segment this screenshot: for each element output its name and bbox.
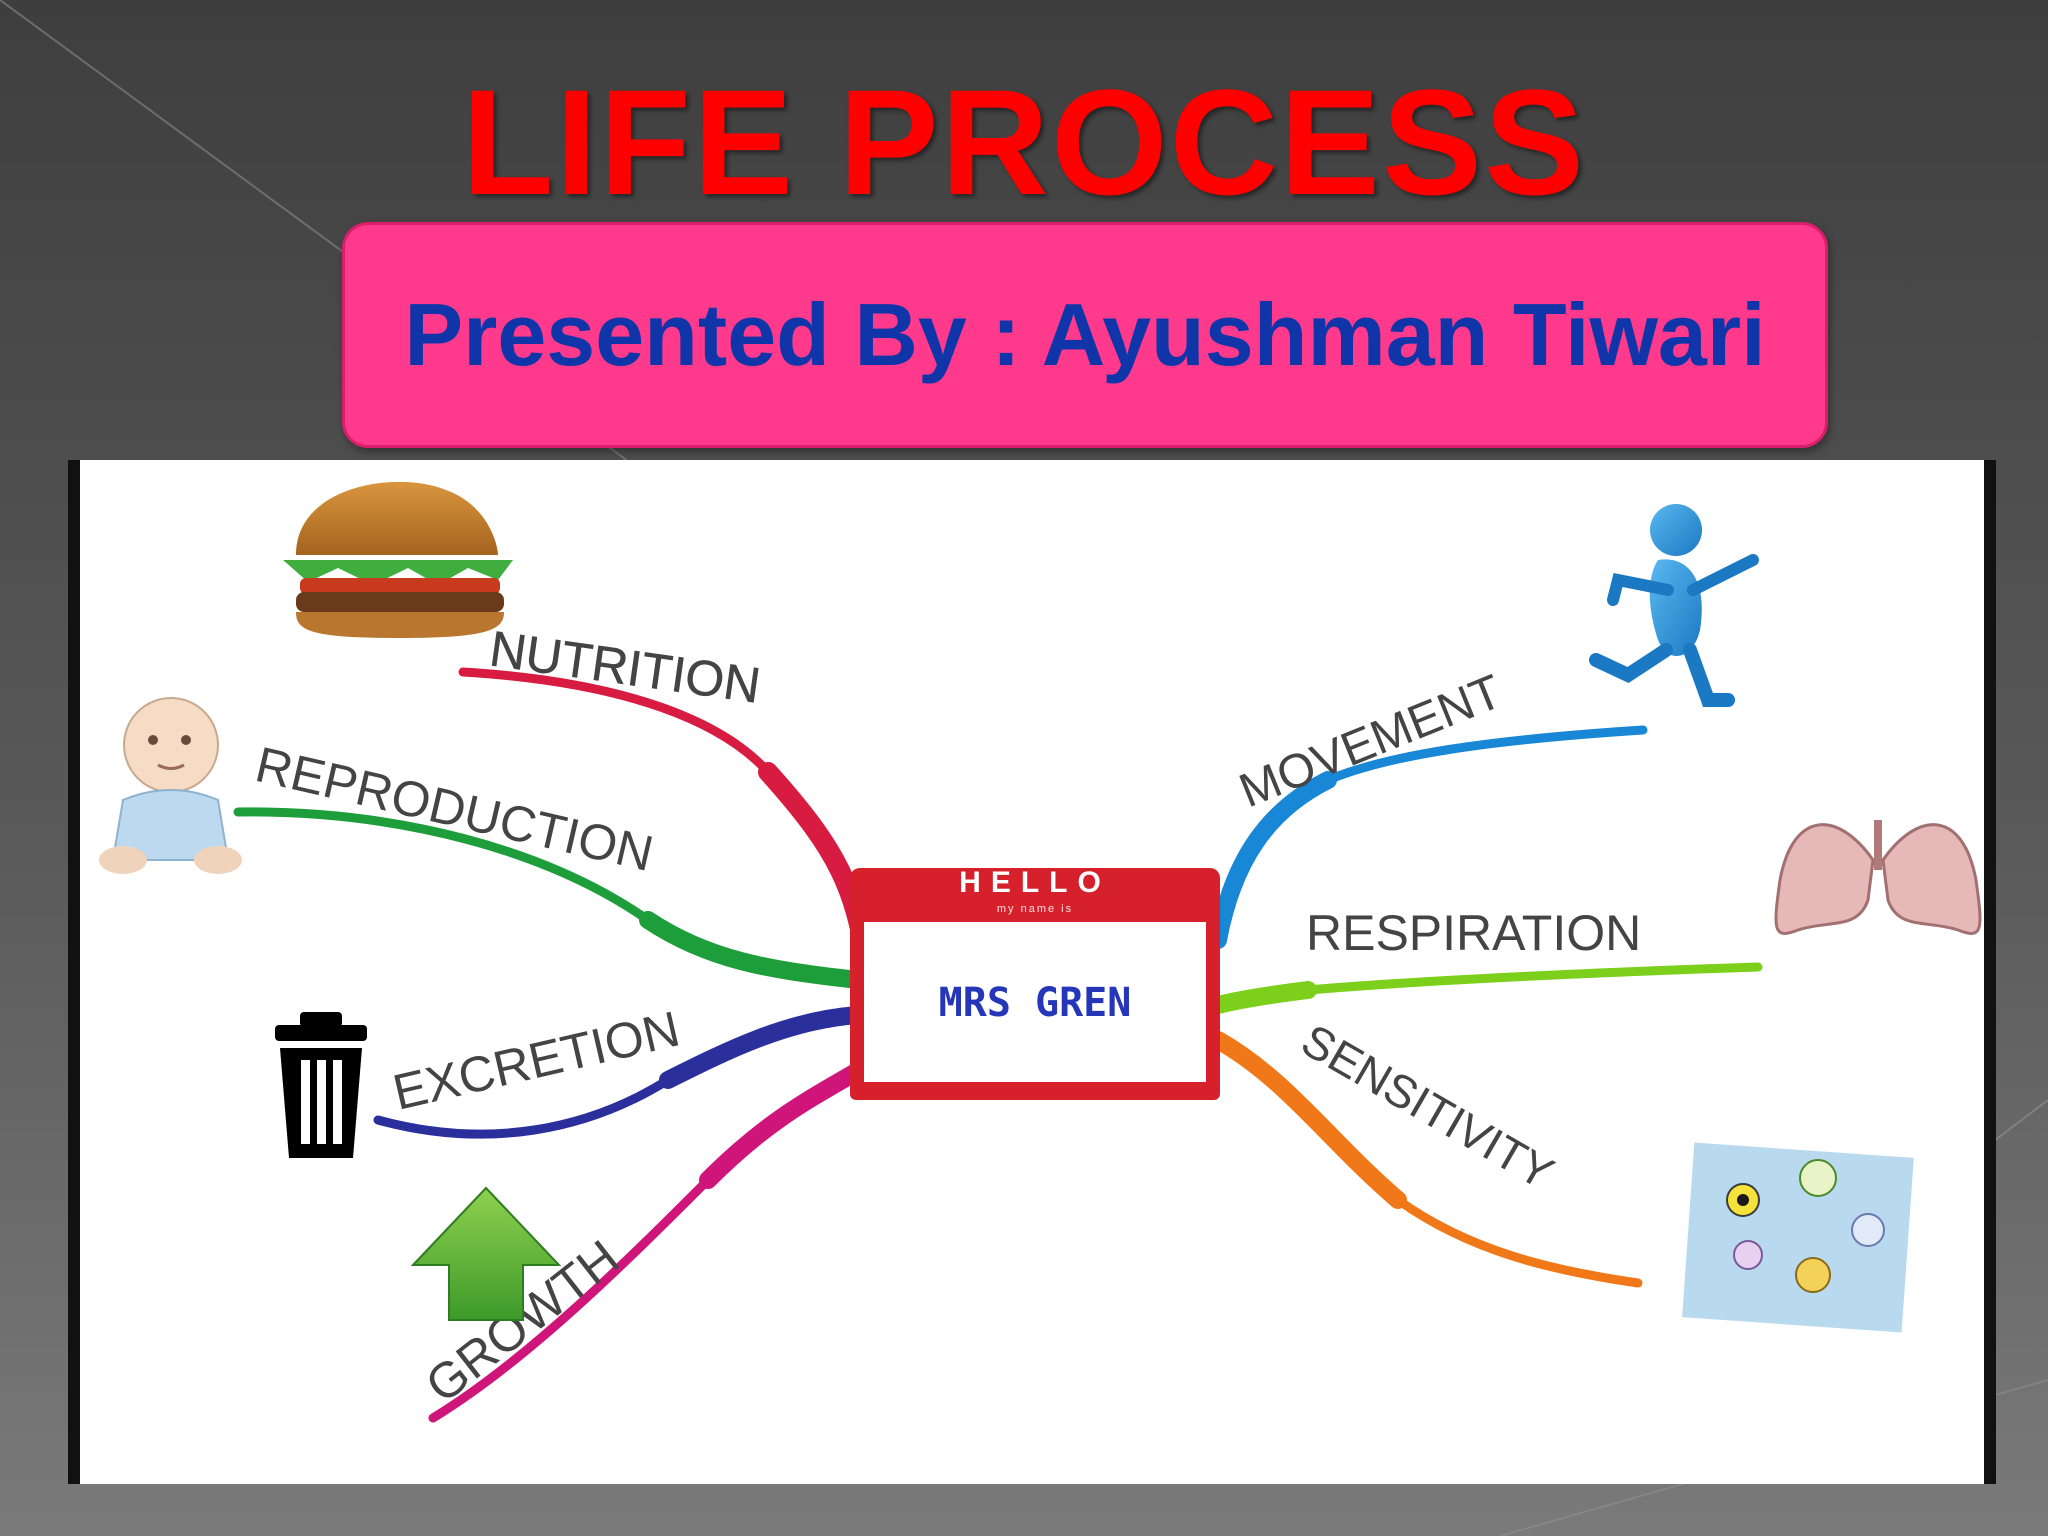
- baby-icon: [99, 697, 242, 874]
- center-nametag: HELLO my name is MRS GREN: [850, 866, 1220, 1100]
- burger-icon: [283, 481, 513, 638]
- senses-icon: [1682, 1142, 1914, 1333]
- branch-sensitivity-line: [1209, 1031, 1643, 1288]
- mindmap-diagram: NUTRITION REPRODUCTION EXCRETION GROWTH …: [80, 460, 1984, 1484]
- mindmap-image: NUTRITION REPRODUCTION EXCRETION GROWTH …: [68, 460, 1996, 1484]
- presenter-text: Presented By : Ayushman Tiwari: [404, 285, 1766, 384]
- nametag-subheader: my name is: [997, 903, 1073, 915]
- branch-movement-line: [1209, 725, 1648, 949]
- branch-reproduction-line: [233, 807, 867, 989]
- running-person-icon: [1589, 504, 1759, 707]
- slide-title: LIFE PROCESS: [461, 58, 1587, 226]
- label-respiration: RESPIRATION: [1306, 905, 1641, 961]
- branch-excretion-line: [373, 1006, 867, 1139]
- presenter-banner: Presented By : Ayushman Tiwari: [342, 222, 1828, 448]
- lungs-icon: [1774, 820, 1982, 935]
- trash-can-icon: [275, 1012, 367, 1158]
- nametag-header: HELLO: [959, 866, 1111, 899]
- branch-respiration-line: [1209, 962, 1763, 1014]
- up-arrow-icon: [410, 1186, 562, 1321]
- nametag-name: MRS GREN: [939, 980, 1132, 1026]
- branch-growth-line: [428, 1056, 877, 1423]
